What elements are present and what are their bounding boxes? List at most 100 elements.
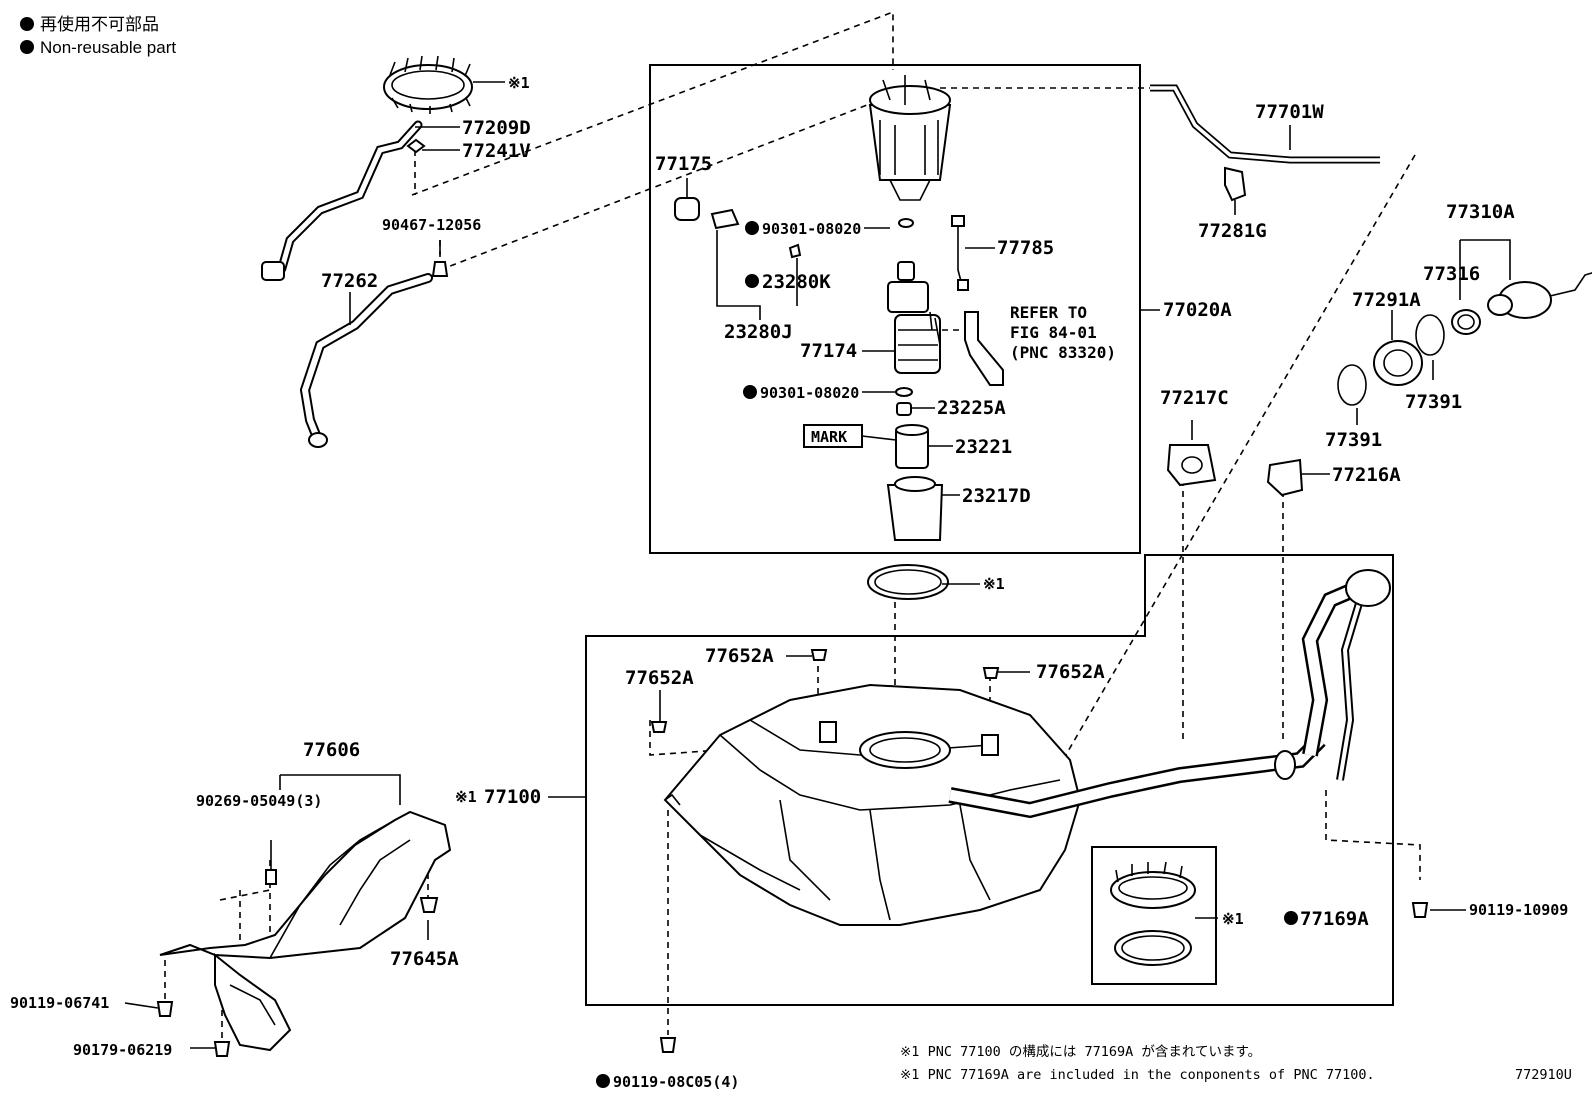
fuel-hose-part: [299, 273, 433, 448]
gauge-sender-77785: [951, 215, 969, 291]
figure-id: 772910U: [1515, 1067, 1572, 1083]
refer-line-2: FIG 84-01: [1010, 323, 1097, 342]
filter-23221: [895, 424, 929, 469]
part-23225a: 23225A: [937, 397, 1006, 419]
part-23221: 23221: [955, 436, 1012, 458]
leader-lines: [124, 81, 1511, 1049]
clip-90467-icon: [431, 261, 449, 277]
clip-77645a-icon: [419, 897, 439, 913]
part-23280k: 23280K: [762, 271, 831, 293]
filter-23217d: [886, 476, 944, 541]
bolt-90119-06741-icon: [156, 1001, 174, 1017]
o-ring-icon: [898, 218, 914, 228]
connector-icon: [710, 208, 740, 230]
filler-neck-77291a: [1373, 340, 1423, 386]
grommet-icon: [819, 721, 837, 743]
note-symbol-gasket: ※1: [983, 575, 1005, 593]
pump-assembly-box: [649, 64, 1141, 554]
part-90119-10909: 90119-10909: [1469, 901, 1568, 919]
non-reusable-bullet-icon: [20, 40, 34, 54]
part-77291a: 77291A: [1352, 289, 1421, 311]
part-90301-08020-upper: 90301-08020: [762, 220, 861, 238]
vent-hose-part: [261, 120, 423, 281]
clamp-77281g-icon: [1224, 166, 1247, 202]
pump-body-77174: [887, 261, 941, 374]
part-77310a: 77310A: [1446, 201, 1515, 223]
part-77701w: 77701W: [1255, 101, 1324, 123]
non-reusable-bullet-icon: [745, 274, 759, 288]
part-77174: 77174: [800, 340, 857, 362]
part-77241v: 77241V: [462, 140, 531, 162]
lock-ring-part: [383, 55, 473, 114]
fuel-cap-77310a: [1487, 272, 1592, 319]
part-90119-08c05: 90119-08C05(4): [613, 1073, 739, 1091]
part-23280j: 23280J: [724, 321, 793, 343]
protector-77606: [159, 810, 452, 1052]
part-77785: 77785: [997, 237, 1054, 259]
bolt-90119-10909-icon: [1411, 902, 1429, 918]
part-77606: 77606: [303, 739, 360, 761]
part-77652a-left: 77652A: [625, 667, 694, 689]
part-90301-08020-lower: 90301-08020: [760, 384, 859, 402]
clip-77652a-icon: [982, 667, 1000, 679]
part-77391-right: 77391: [1405, 391, 1462, 413]
part-90119-06741: 90119-06741: [10, 994, 109, 1012]
pump-module: [868, 75, 952, 201]
bolt-90119-08c05-icon: [659, 1037, 677, 1053]
part-77020a: 77020A: [1163, 299, 1232, 321]
non-reusable-bullet-icon: [596, 1074, 610, 1088]
part-77216a: 77216A: [1332, 464, 1401, 486]
part-77316: 77316: [1423, 263, 1480, 285]
part-77262: 77262: [321, 270, 378, 292]
refer-line-3: (PNC 83320): [1010, 343, 1116, 362]
filler-pipe: [948, 569, 1391, 819]
bolt-90269-icon: [265, 840, 277, 885]
part-90467-12056: 90467-12056: [382, 216, 481, 234]
clip-77652a-icon: [650, 721, 668, 733]
part-77175: 77175: [655, 153, 712, 175]
cushion-23225a-icon: [896, 402, 912, 416]
part-77652a-right: 77652A: [1036, 661, 1105, 683]
part-77100: 77100: [484, 786, 541, 808]
guide-lines: [164, 10, 1421, 1040]
part-77391-left: 77391: [1325, 429, 1382, 451]
clamp-77241v-icon: [406, 138, 426, 154]
legend-en: Non-reusable part: [40, 38, 176, 57]
nut-90179-06219-icon: [213, 1041, 231, 1057]
tank-assembly-box: [585, 554, 1394, 1006]
non-reusable-bullet-icon: [743, 385, 757, 399]
legend: 再使用不可部品 Non-reusable part: [20, 14, 176, 57]
non-reusable-bullet-icon: [1284, 911, 1298, 925]
part-23217d: 23217D: [962, 485, 1031, 507]
retainer-kit-box: [1091, 846, 1217, 985]
part-77209d: 77209D: [462, 117, 531, 139]
protector-77217c: [1166, 444, 1217, 487]
o-ring-90301-icon: [895, 387, 913, 397]
note-symbol-ring: ※1: [508, 74, 530, 92]
non-reusable-bullet-icon: [20, 17, 34, 31]
vent-line-77701w: [1150, 84, 1380, 164]
gasket-77316: [1451, 309, 1481, 335]
part-77652a-top: 77652A: [705, 645, 774, 667]
part-90269-05049: 90269-05049(3): [196, 792, 322, 810]
cushion-77175-icon: [674, 197, 700, 221]
footer-note-ja: ※1 PNC 77100 の構成には 77169A が含まれています。: [900, 1044, 1261, 1060]
clamp-77216a-icon: [1266, 458, 1304, 497]
sender-arm: [942, 311, 1004, 386]
part-90179-06219: 90179-06219: [73, 1041, 172, 1059]
mark-label: MARK: [811, 428, 847, 446]
footer-note-en: ※1 PNC 77169A are included in the conpon…: [900, 1067, 1375, 1083]
o-ring-77391-left-icon: [1337, 364, 1367, 406]
part-77169a: 77169A: [1300, 908, 1369, 930]
retainer-ring-77169a: [1110, 861, 1196, 966]
clip-77652a-icon: [810, 649, 828, 661]
fuel-tank-77100: [663, 683, 1082, 926]
part-77281g: 77281G: [1198, 220, 1267, 242]
part-77645a: 77645A: [390, 948, 459, 970]
o-ring-77391-right-icon: [1415, 314, 1445, 356]
tank-gasket: [867, 564, 949, 600]
clip-icon: [788, 243, 802, 259]
non-reusable-bullet-icon: [745, 221, 759, 235]
note-symbol-tank: ※1: [455, 788, 477, 806]
